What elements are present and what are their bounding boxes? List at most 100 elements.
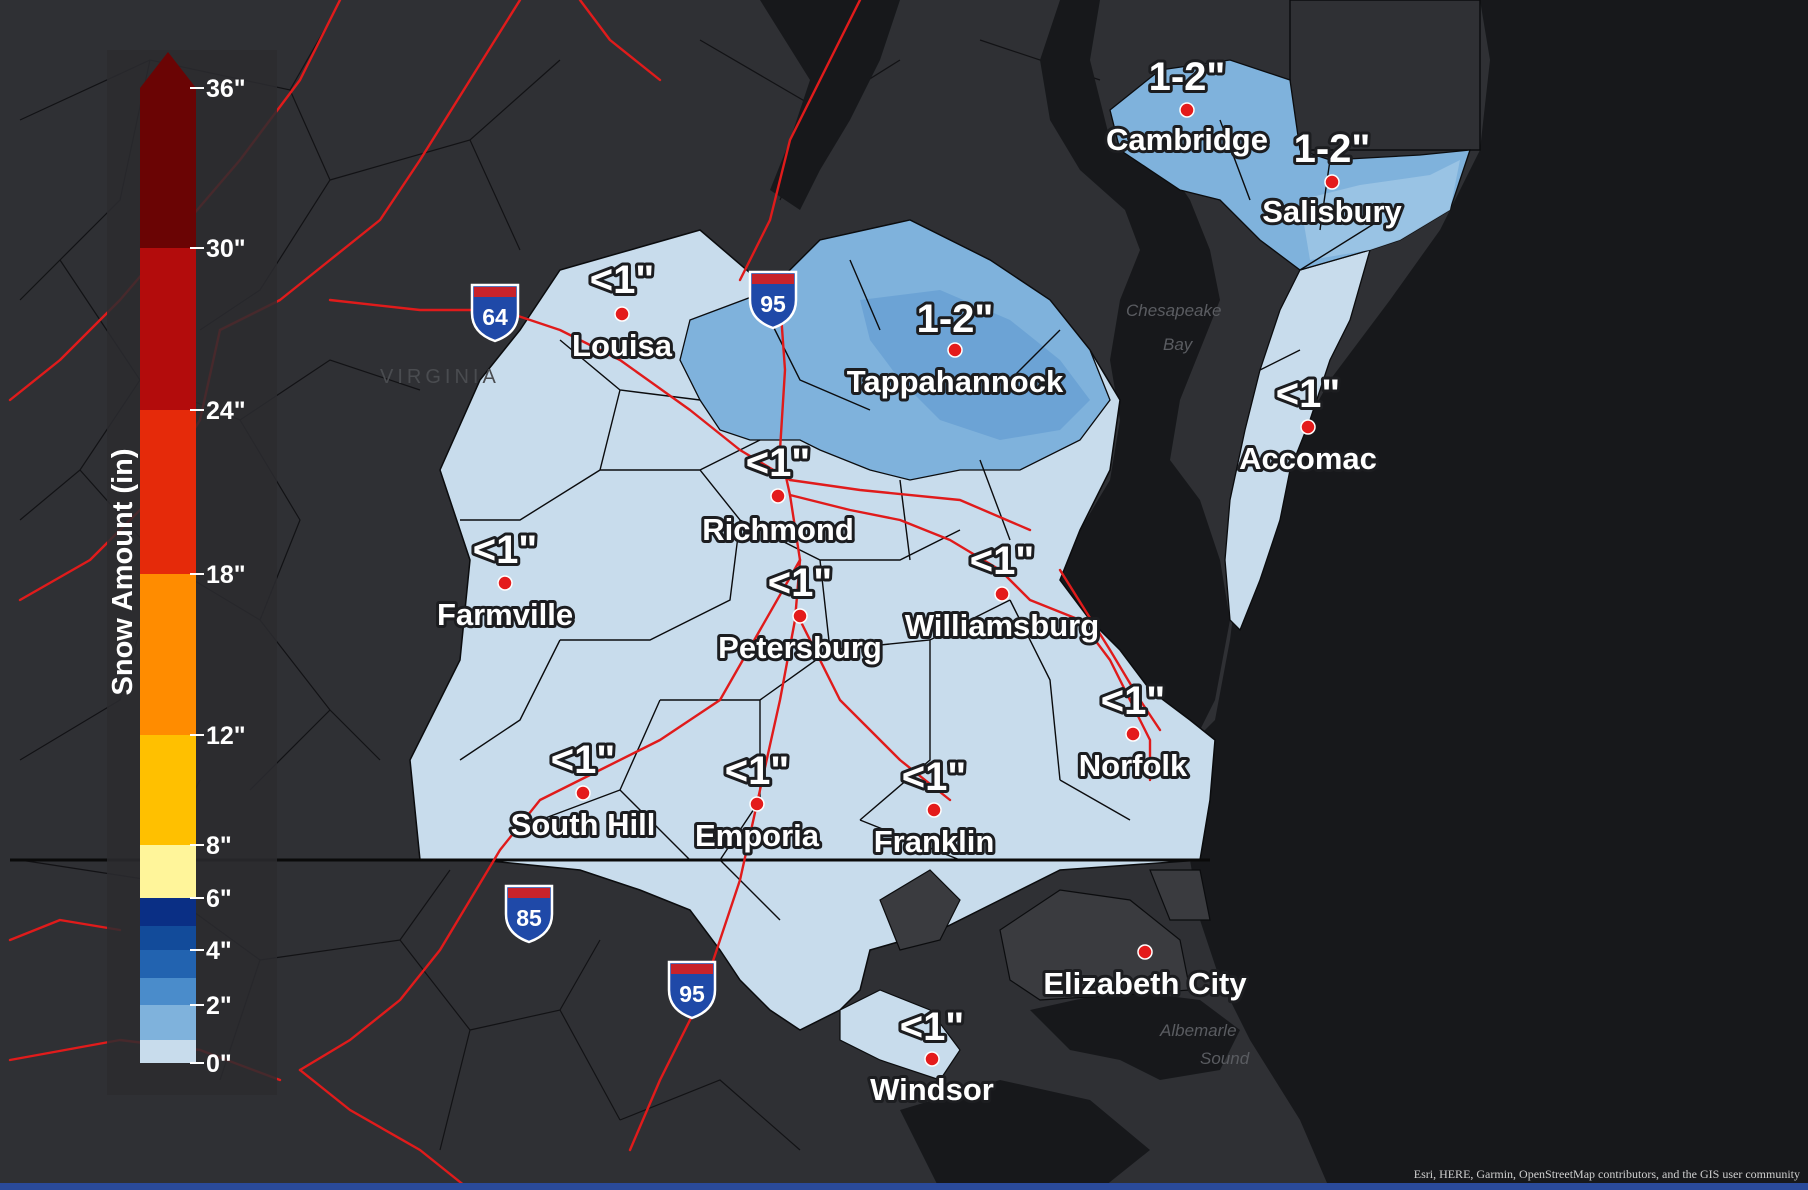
city-name: Petersburg — [718, 630, 882, 665]
city-name: Louisa — [572, 328, 673, 363]
legend-tick-label: 30" — [206, 235, 246, 263]
city-marker — [749, 796, 765, 812]
snow-amount-label: <1" — [1101, 679, 1166, 723]
city-marker — [575, 785, 591, 801]
snow-amount-label: <1" — [1276, 372, 1341, 416]
water-labels: Chesapeake Bay Albemarle Sound — [1126, 301, 1250, 1068]
legend-color-bands — [140, 88, 196, 1063]
city-marker — [1300, 419, 1316, 435]
legend-tick-label: 8" — [206, 832, 232, 860]
city-marker — [994, 586, 1010, 602]
city-marker — [770, 488, 786, 504]
city-marker — [614, 306, 630, 322]
water-bodies — [760, 0, 1808, 1190]
city-williamsburg: Williamsburg <1" — [902, 536, 1102, 646]
city-name: Richmond — [702, 512, 854, 547]
city-marker — [792, 608, 808, 624]
bottom-bar — [0, 1183, 1808, 1190]
snow-amount-label: <1" — [746, 441, 811, 485]
city-name: Accomac — [1239, 441, 1377, 476]
shield-i95-north: 95 — [748, 270, 798, 330]
snow-amount-label: <1" — [725, 749, 790, 793]
no-snow-patches — [879, 869, 1211, 1001]
city-south-hill: South Hill <1" — [508, 735, 659, 845]
legend-band — [140, 898, 196, 926]
city-emporia: Emporia <1" — [692, 746, 823, 856]
city-name: South Hill — [511, 807, 656, 842]
snow-amount-label: <1" — [768, 561, 833, 605]
snow-amount-label: <1" — [902, 755, 967, 799]
legend-tick-label: 2" — [206, 992, 232, 1020]
city-marker — [1125, 726, 1141, 742]
legend-tick-label: 24" — [206, 397, 246, 425]
city-name: Salisbury — [1262, 194, 1402, 229]
city-name: Tappahannock — [847, 364, 1064, 399]
legend-ticks: 36" 30" 24" 18" 12" 8" 6" 4" 2" 0" — [190, 75, 246, 1078]
city-name: Farmville — [437, 597, 573, 632]
snow-amount-label: 1-2" — [1294, 127, 1371, 171]
legend-tick-label: 36" — [206, 75, 246, 103]
city-name: Norfolk — [1079, 748, 1188, 783]
legend-tick-label: 6" — [206, 885, 232, 913]
city-richmond: Richmond <1" — [699, 438, 857, 550]
legend-title: Snow Amount (in) — [107, 449, 139, 696]
city-farmville: Farmville<1" — [434, 525, 576, 635]
state-label-virginia: VIRGINIA — [380, 366, 500, 388]
city-marker — [947, 342, 963, 358]
snow-amount-label: 1-2" — [917, 297, 994, 341]
legend-tick-label: 12" — [206, 722, 246, 750]
legend-tick-label: 18" — [206, 561, 246, 589]
city-louisa: Louisa <1" — [569, 255, 676, 366]
shield-number: 95 — [679, 981, 705, 1007]
city-windsor: Windsor <1" — [867, 1002, 997, 1110]
legend-tick-label: 4" — [206, 937, 232, 965]
city-marker — [1179, 102, 1195, 118]
legend-band — [140, 1040, 196, 1063]
snow-amount-legend: 36" 30" 24" 18" 12" 8" 6" 4" 2" 0" Snow Amount (i… — [107, 50, 277, 1095]
map-attribution: Esri, HERE, Garmin, OpenStreetMap contri… — [1414, 1167, 1800, 1181]
legend-band — [140, 978, 196, 1005]
city-franklin: Franklin <1" — [871, 752, 998, 862]
legend-band — [140, 950, 196, 978]
legend-band — [140, 845, 196, 898]
legend-band — [140, 735, 196, 845]
city-marker — [1137, 944, 1153, 960]
snow-amount-label: <1" — [590, 258, 655, 302]
city-name: Elizabeth City — [1043, 966, 1247, 1001]
city-elizabeth-city: Elizabeth City — [1040, 944, 1250, 1004]
legend-band — [140, 574, 196, 735]
snow-amount-label: <1" — [900, 1005, 965, 1049]
city-marker — [497, 575, 513, 591]
water-label-bay: Bay — [1163, 335, 1194, 354]
city-name: Cambridge — [1106, 122, 1268, 157]
city-salisbury: Salisbury 1-2" — [1259, 124, 1405, 232]
legend-arrow — [140, 52, 196, 88]
water-label-albemarle: Albemarle — [1159, 1021, 1237, 1040]
snow-amount-label: <1" — [970, 539, 1035, 583]
city-labels: Cambridge 1-2" Salisbury 1-2" Tappahannock 1-… — [434, 52, 1406, 1110]
city-petersburg: Petersburg <1" — [715, 558, 885, 668]
city-name: Emporia — [695, 818, 820, 853]
city-name: Windsor — [870, 1072, 994, 1107]
snow-amount-label: <1" — [551, 738, 616, 782]
legend-band — [140, 248, 196, 410]
city-name: Franklin — [874, 824, 995, 859]
city-name: Williamsburg — [905, 608, 1099, 643]
highway-shields: 64 95 85 95 — [470, 270, 798, 1020]
snow-amount-label: 1-2" — [1149, 55, 1226, 99]
city-marker — [924, 1051, 940, 1067]
shield-number: 95 — [760, 291, 786, 317]
shield-number: 64 — [482, 304, 508, 330]
legend-band — [140, 88, 196, 248]
city-cambridge: Cambridge 1-2" — [1103, 52, 1271, 160]
legend-tick-label: 0" — [206, 1050, 232, 1078]
water-label-sound: Sound — [1200, 1049, 1250, 1068]
shield-i64: 64 — [470, 283, 520, 343]
shield-i95-south: 95 — [667, 960, 717, 1020]
legend-band — [140, 410, 196, 574]
delaware-land — [1289, 0, 1481, 151]
shield-number: 85 — [516, 905, 542, 931]
city-accomac: Accomac <1" — [1236, 369, 1380, 479]
shield-i85: 85 — [504, 884, 554, 944]
